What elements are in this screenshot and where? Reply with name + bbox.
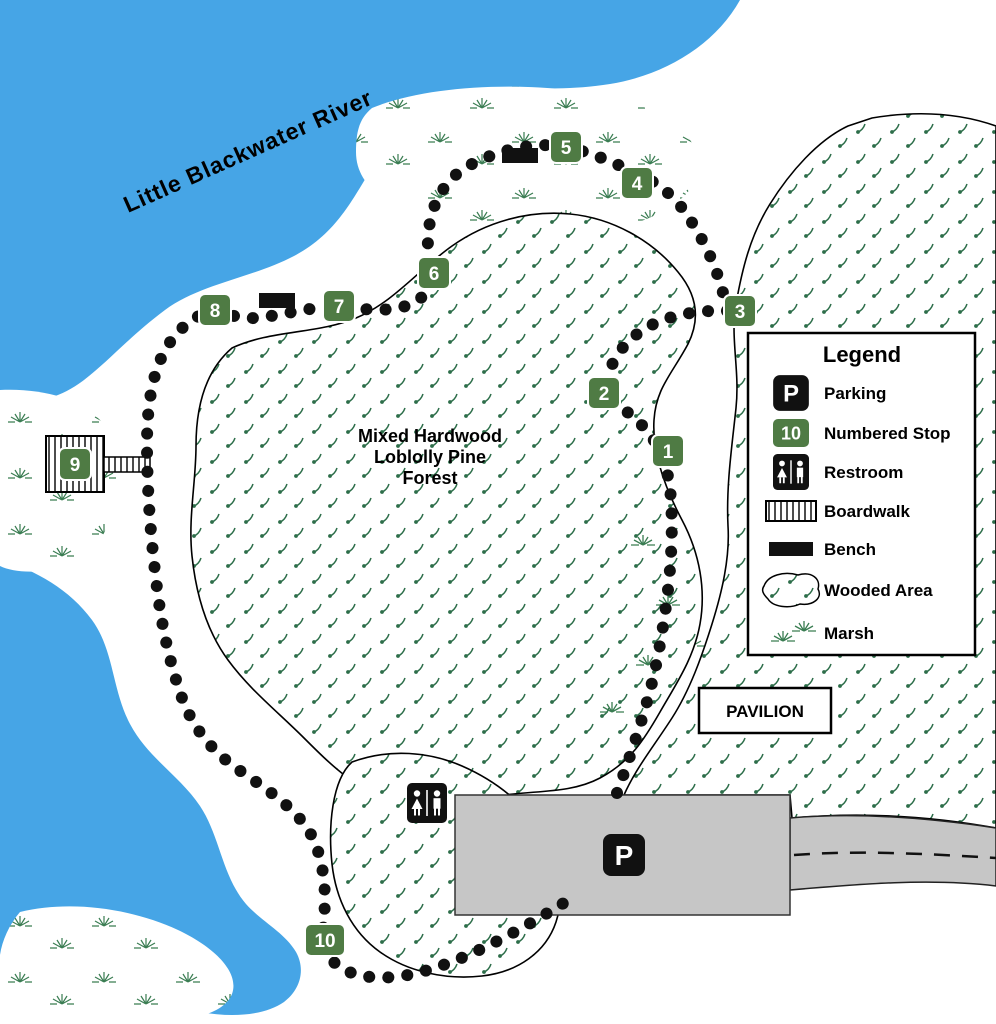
trail-path [140,139,735,984]
parking-marker [603,834,645,876]
stop-label-5: 5 [561,138,572,159]
legend-restroom-icon [772,453,810,491]
stop-marker-7: 7 [322,289,356,323]
legend-numbered-stop-badge: 10 [781,424,801,444]
legend-boardwalk-icon [765,500,817,522]
marsh-area-southwest [0,906,234,1021]
stop-label-2: 2 [599,384,610,405]
boardwalk-walkway [103,456,151,473]
stop-label-7: 7 [334,297,345,318]
stop-marker-5: 5 [549,130,583,164]
pavilion-label: PAVILION [726,702,804,721]
bench-marker-2 [259,293,295,308]
legend-numbered-stop-icon: 10 [771,417,811,449]
stop-marker-3: 3 [723,294,757,328]
legend-wooded-area-label: Wooded Area [824,581,933,600]
legend-parking-icon [773,375,809,411]
legend-numbered-stop-label: Numbered Stop [824,424,951,443]
stop-marker-4: 4 [620,166,654,200]
wooded-area-main [190,212,704,806]
stop-label-3: 3 [735,302,746,323]
legend-boardwalk-label: Boardwalk [824,502,911,521]
stop-label-6: 6 [429,264,440,285]
legend-restroom-label: Restroom [824,463,903,482]
stop-marker-10: 10 [304,923,346,957]
forest-label: Mixed Hardwood Loblolly Pine Forest [358,426,502,488]
stop-marker-1: 1 [651,434,685,468]
legend-parking-label: Parking [824,384,886,403]
pavilion: PAVILION [697,686,833,735]
river-water-lower [0,560,301,1015]
stop-label-4: 4 [632,174,643,195]
river-water-upper [0,0,740,404]
forest-label-line-1: Mixed Hardwood [358,426,502,446]
legend-wooded-area-icon [761,572,820,608]
bench-marker-1 [502,148,538,163]
restroom-marker [406,782,448,824]
pavilion-box [697,686,833,735]
stop-label-10: 10 [314,931,335,952]
legend-bench-icon [769,542,813,556]
legend-title: Legend [823,342,901,367]
stop-marker-9: 9 [58,447,92,481]
stop-label-8: 8 [210,301,221,322]
road-centerline [793,851,996,860]
legend: Legend Parking 10 Numbered Stop Restroom… [746,331,977,657]
stop-label-1: 1 [663,442,674,463]
forest-label-line-3: Forest [402,468,457,488]
legend-bench-label: Bench [824,540,876,559]
stop-marker-8: 8 [198,293,232,327]
legend-marsh-label: Marsh [824,624,874,643]
forest-label-line-2: Loblolly Pine [374,447,486,467]
stop-marker-6: 6 [417,256,451,290]
stop-marker-2: 2 [587,376,621,410]
stop-label-9: 9 [70,455,81,476]
